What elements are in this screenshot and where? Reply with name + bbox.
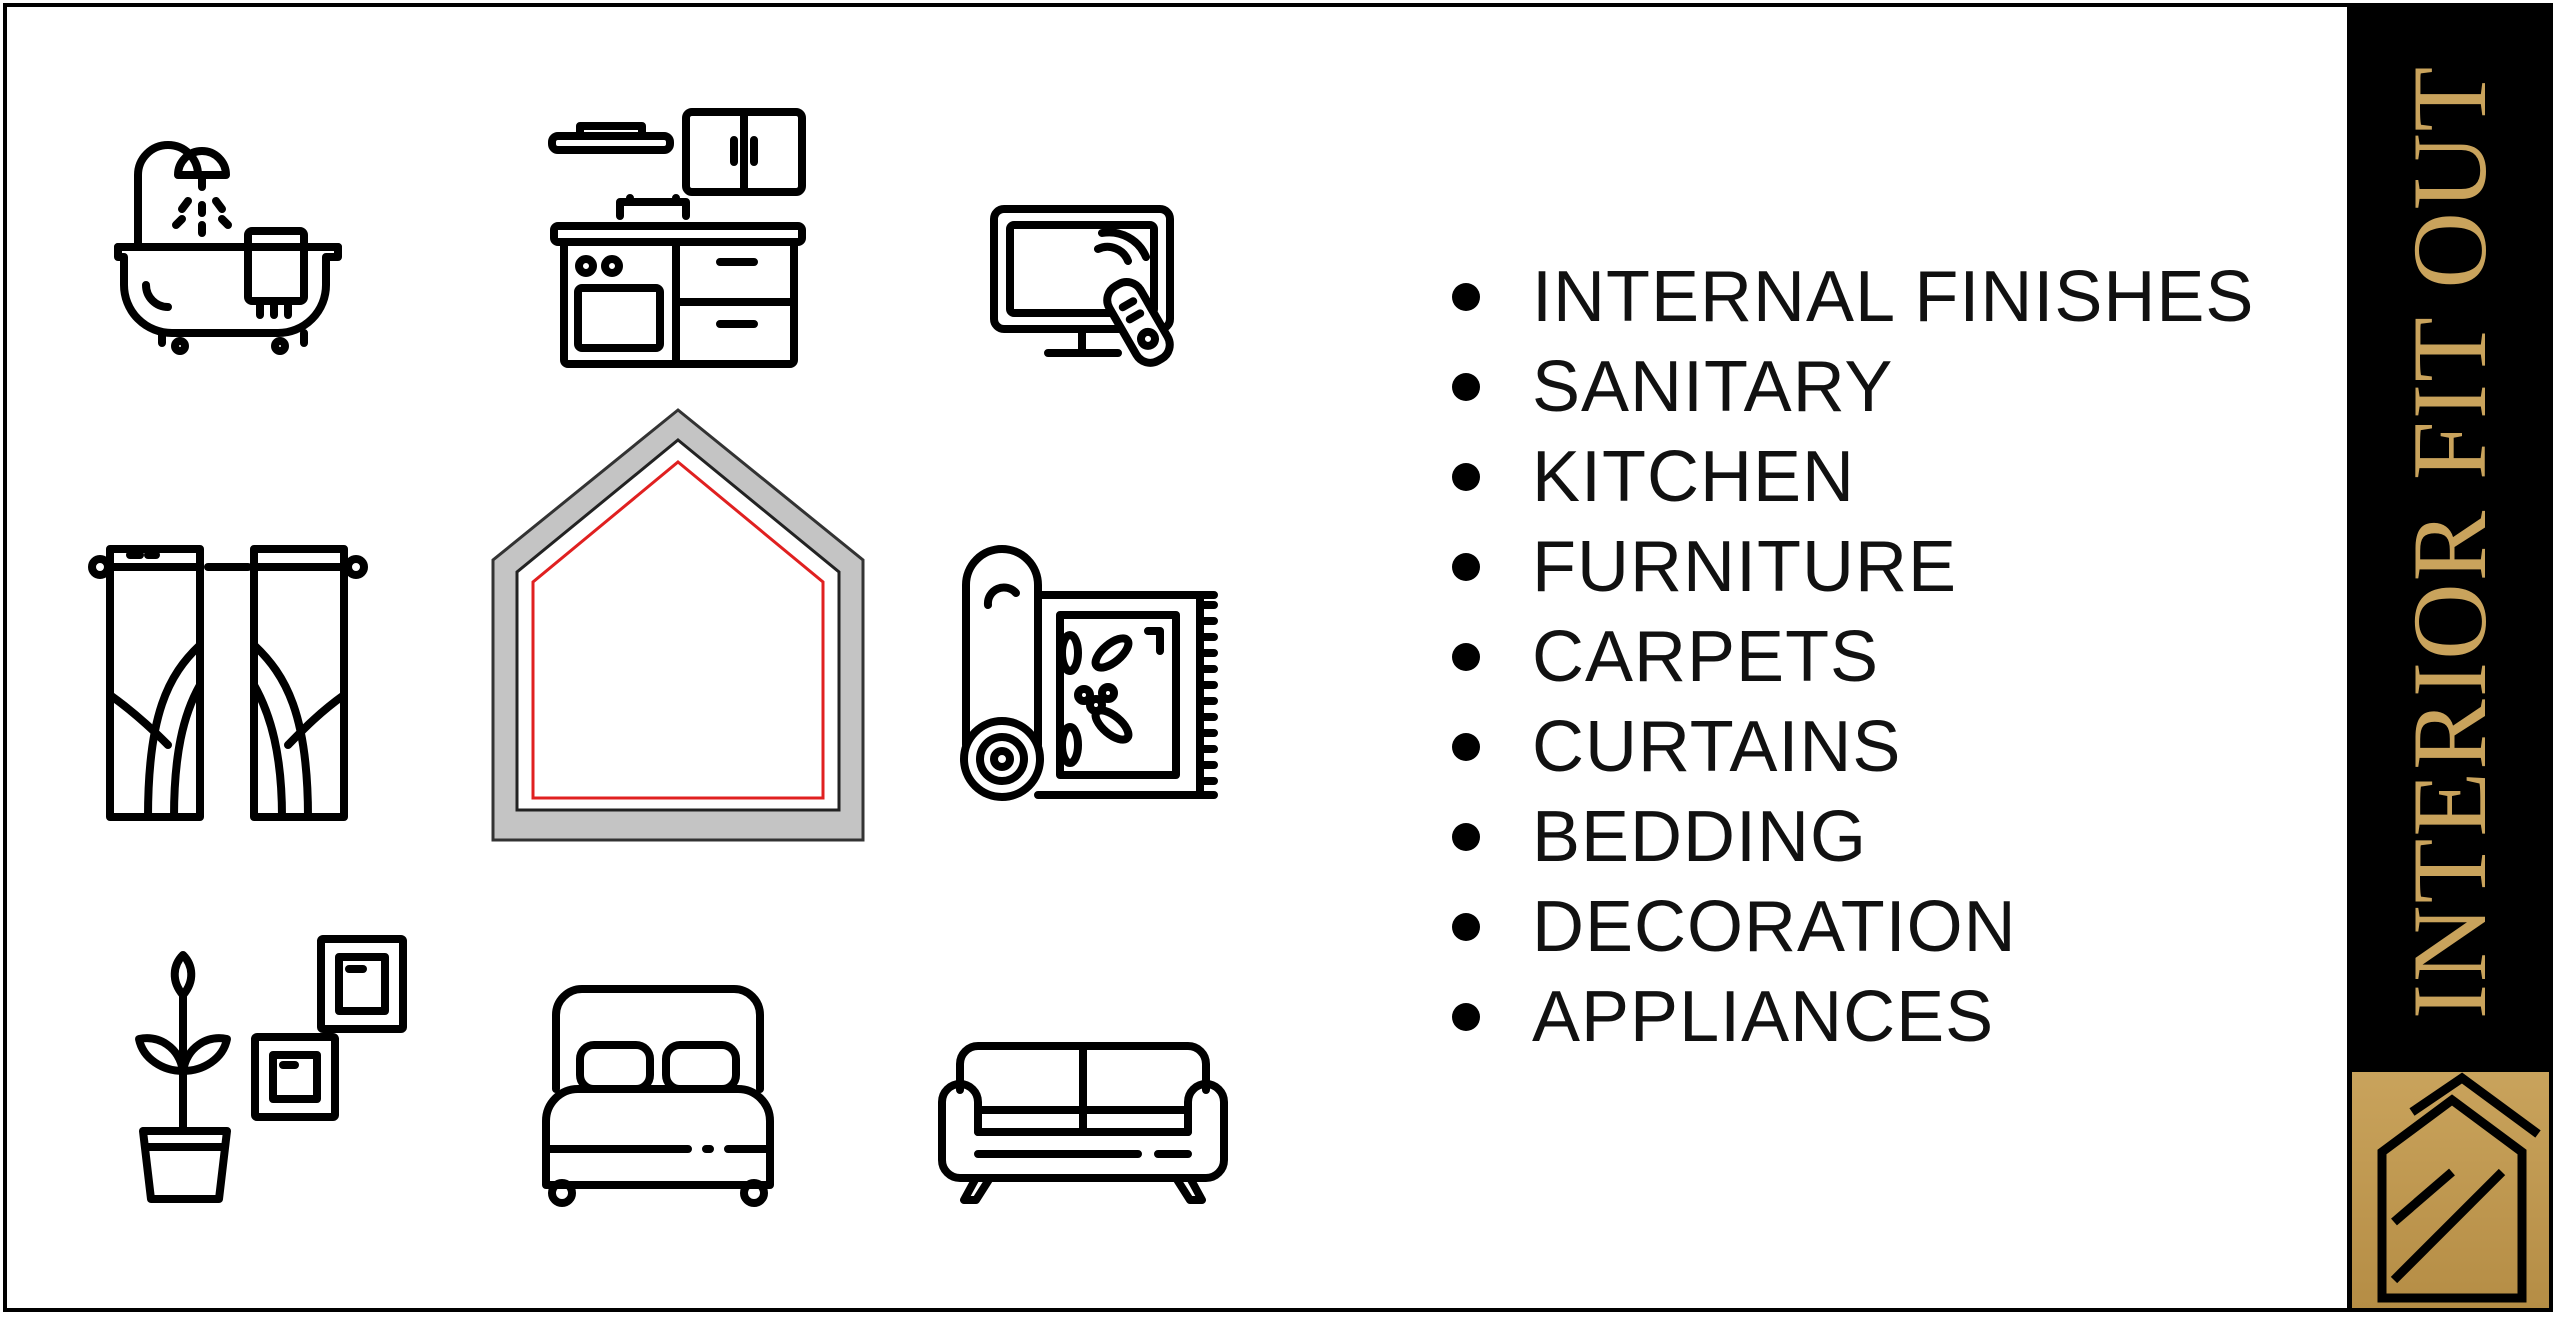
list-item-label: KITCHEN [1532, 437, 1856, 517]
list-item-label: INTERNAL FINISHES [1532, 257, 2255, 337]
bullet-icon [1452, 913, 1480, 941]
bullet-icon [1452, 643, 1480, 671]
list-item-label: BEDDING [1532, 797, 1868, 877]
brand-logo-icon [2352, 1072, 2549, 1308]
rug-icon [960, 545, 1220, 805]
list-item: APPLIANCES [1446, 972, 2254, 1062]
bullet-icon [1452, 1003, 1480, 1031]
slide-frame [3, 3, 2553, 1312]
bathtub-icon [110, 135, 350, 365]
list-item-label: FURNITURE [1532, 527, 1957, 607]
tv-icon [990, 205, 1180, 375]
bullet-icon [1452, 463, 1480, 491]
list-item-label: CARPETS [1532, 617, 1880, 697]
bullet-icon [1452, 733, 1480, 761]
list-item: BEDDING [1446, 792, 2254, 882]
bed-icon [538, 985, 778, 1207]
list-item: CARPETS [1446, 612, 2254, 702]
list-item: FURNITURE [1446, 522, 2254, 612]
list-item: CURTAINS [1446, 702, 2254, 792]
sidebar-title: INTERIOR FIT OUT [2391, 64, 2508, 1020]
list-item: KITCHEN [1446, 432, 2254, 522]
list-item-label: CURTAINS [1532, 707, 1902, 787]
list-item-label: DECORATION [1532, 887, 2017, 967]
house-logo-icon [483, 406, 873, 851]
bullet-icon [1452, 823, 1480, 851]
kitchen-icon [548, 108, 810, 368]
sofa-icon [938, 1040, 1228, 1210]
curtains-icon [88, 545, 368, 825]
list-item-label: SANITARY [1532, 347, 1894, 427]
bullet-icon [1452, 373, 1480, 401]
list-item: SANITARY [1446, 342, 2254, 432]
scope-list: INTERNAL FINISHES SANITARY KITCHEN FURNI… [1446, 252, 2254, 1062]
list-item: DECORATION [1446, 882, 2254, 972]
bullet-icon [1452, 283, 1480, 311]
list-item: INTERNAL FINISHES [1446, 252, 2254, 342]
list-item-label: APPLIANCES [1532, 977, 1995, 1057]
bullet-icon [1452, 553, 1480, 581]
decor-icon [135, 935, 415, 1205]
